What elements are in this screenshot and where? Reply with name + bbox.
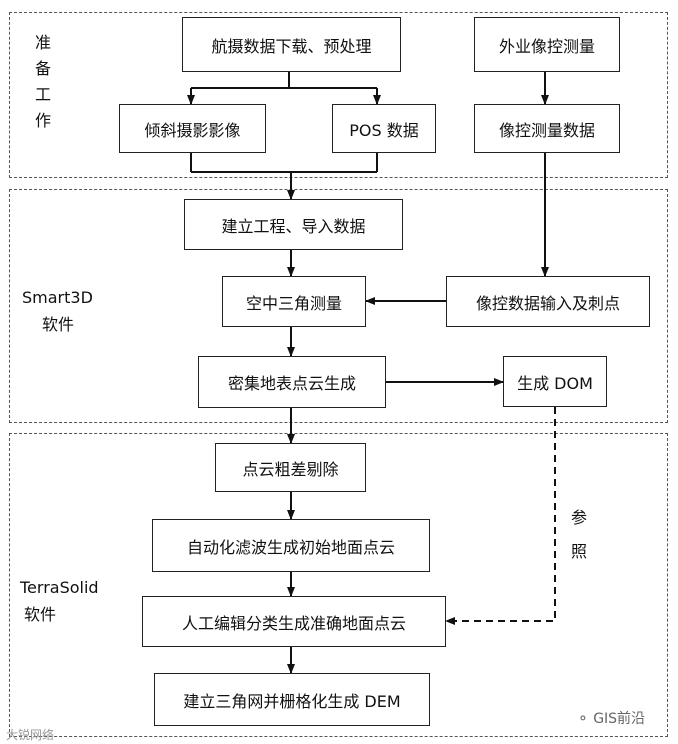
node-create-project: 建立工程、导入数据 (184, 199, 403, 250)
section-label-smart3d: Smart3D 软件 (22, 284, 93, 338)
node-auto-filter: 自动化滤波生成初始地面点云 (152, 519, 430, 572)
section-label-line: 软件 (24, 605, 57, 624)
wechat-icon: ⚬ (577, 711, 589, 727)
section-label-line: TerraSolid (20, 578, 99, 597)
node-generate-dem: 建立三角网并栅格化生成 DEM (154, 673, 430, 726)
section-label-preparation: 准 备 工 作 (33, 30, 53, 134)
section-terrasolid (9, 433, 668, 737)
section-preparation (9, 12, 668, 178)
section-label-line: 软件 (42, 315, 75, 334)
node-aerotriangulation: 空中三角测量 (222, 276, 366, 327)
node-pos-data: POS 数据 (332, 104, 436, 153)
annotation-char: 参 (570, 508, 587, 527)
node-generate-dom: 生成 DOM (503, 356, 607, 407)
node-field-control-survey: 外业像控测量 (474, 17, 620, 72)
node-oblique-imagery: 倾斜摄影影像 (119, 104, 266, 153)
node-dense-point-cloud: 密集地表点云生成 (198, 356, 386, 408)
section-label-char: 工 (34, 85, 51, 104)
watermark-left: 大锐网络 (6, 728, 55, 742)
section-label-char: 作 (34, 111, 51, 130)
section-label-terrasolid: TerraSolid 软件 (20, 574, 99, 628)
annotation-char: 照 (570, 542, 587, 561)
node-outlier-removal: 点云粗差剔除 (215, 443, 366, 492)
section-label-char: 备 (34, 59, 51, 78)
watermark-right: ⚬ GIS前沿 (577, 708, 645, 728)
section-label-line: Smart3D (22, 288, 93, 307)
section-label-char: 准 (34, 33, 51, 52)
section-smart3d (9, 189, 668, 423)
node-manual-classification: 人工编辑分类生成准确地面点云 (142, 596, 446, 647)
node-gcp-input: 像控数据输入及刺点 (446, 276, 650, 327)
node-gcp-data: 像控测量数据 (474, 104, 620, 153)
annotation-reference: 参 照 (569, 501, 589, 569)
node-data-download: 航摄数据下载、预处理 (182, 17, 401, 72)
edge-dom-reference-to-manual (445, 407, 556, 625)
watermark-right-text: GIS前沿 (593, 711, 646, 727)
